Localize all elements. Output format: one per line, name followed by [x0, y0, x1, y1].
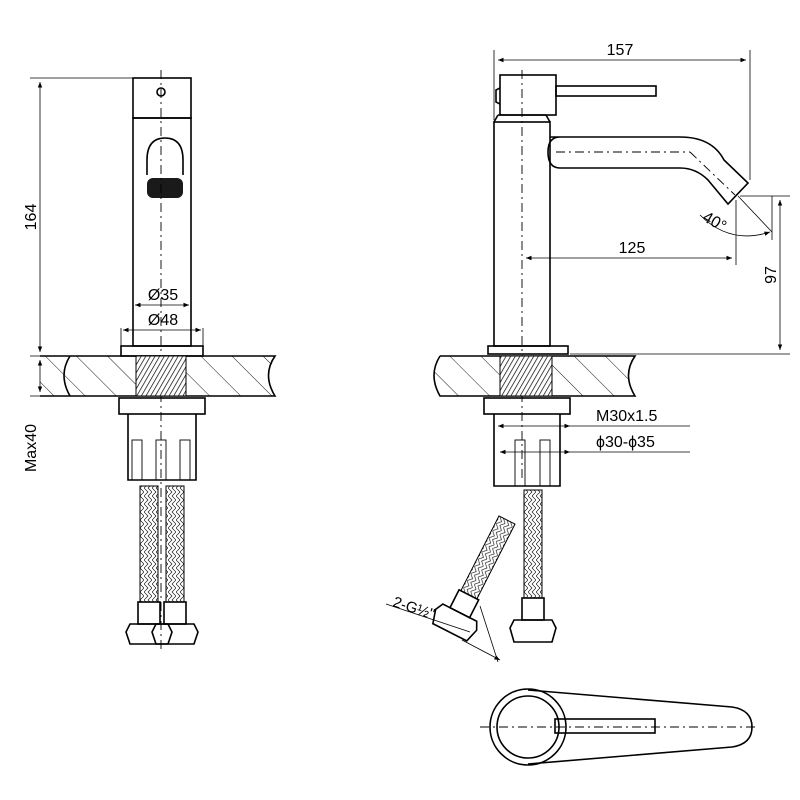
side-handle-cap: [499, 74, 557, 116]
front-handle: [132, 77, 192, 119]
front-nut: [118, 397, 206, 415]
dim-height-label: 164: [23, 204, 40, 231]
front-hose-right: [165, 485, 185, 603]
dim-spout-height-label: 97: [763, 266, 780, 284]
front-hose-nut-right: [151, 623, 199, 645]
top-lever-slot: [554, 718, 656, 734]
front-hose-ferrule-right: [163, 601, 187, 625]
dim-dia-inner-label: Ø35: [148, 287, 178, 304]
side-base: [487, 345, 569, 355]
front-countertop-break: [63, 355, 71, 397]
side-spout: [547, 136, 750, 206]
dim-reach-label: 125: [619, 240, 646, 257]
front-hose-nut-left: [125, 623, 173, 645]
front-bracket: [127, 414, 197, 481]
dim-hole-label: ϕ30-ϕ35: [596, 434, 655, 451]
dim-width-label: 157: [607, 42, 634, 59]
dim-angle-arc: [699, 214, 771, 237]
front-hose-ferrule-left: [137, 601, 161, 625]
side-hose-straight: [523, 489, 543, 599]
front-spout-outline: [146, 137, 184, 175]
dim-hose-label: 2-G½": [391, 594, 437, 623]
side-threaded-shank: [499, 355, 553, 397]
side-countertop: [433, 355, 637, 397]
front-view: 164 Max40 Ø35 Ø48: [23, 70, 277, 650]
aerator: [147, 178, 183, 198]
top-body-outer: [489, 688, 567, 766]
dim-line-hose: [461, 639, 501, 661]
front-hose-left: [139, 485, 159, 603]
side-nut: [483, 397, 571, 415]
front-base: [120, 345, 204, 357]
side-view: 157 125 97 40° M30x1.5 ϕ30-ϕ35 2-G½": [385, 42, 790, 663]
top-view: [480, 688, 758, 766]
front-threaded-shank: [135, 355, 187, 397]
dim-thickness-label: Max40: [23, 424, 40, 472]
dim-thread-label: M30x1.5: [596, 408, 657, 425]
side-handle-knob: [495, 87, 501, 105]
side-hose-nut: [509, 619, 557, 643]
side-hose-angled: [431, 515, 516, 642]
front-countertop: [40, 355, 277, 397]
side-hose-ferrule: [521, 597, 545, 621]
dim-dia-outer-label: Ø48: [148, 312, 178, 329]
side-handle-lever: [555, 85, 657, 97]
